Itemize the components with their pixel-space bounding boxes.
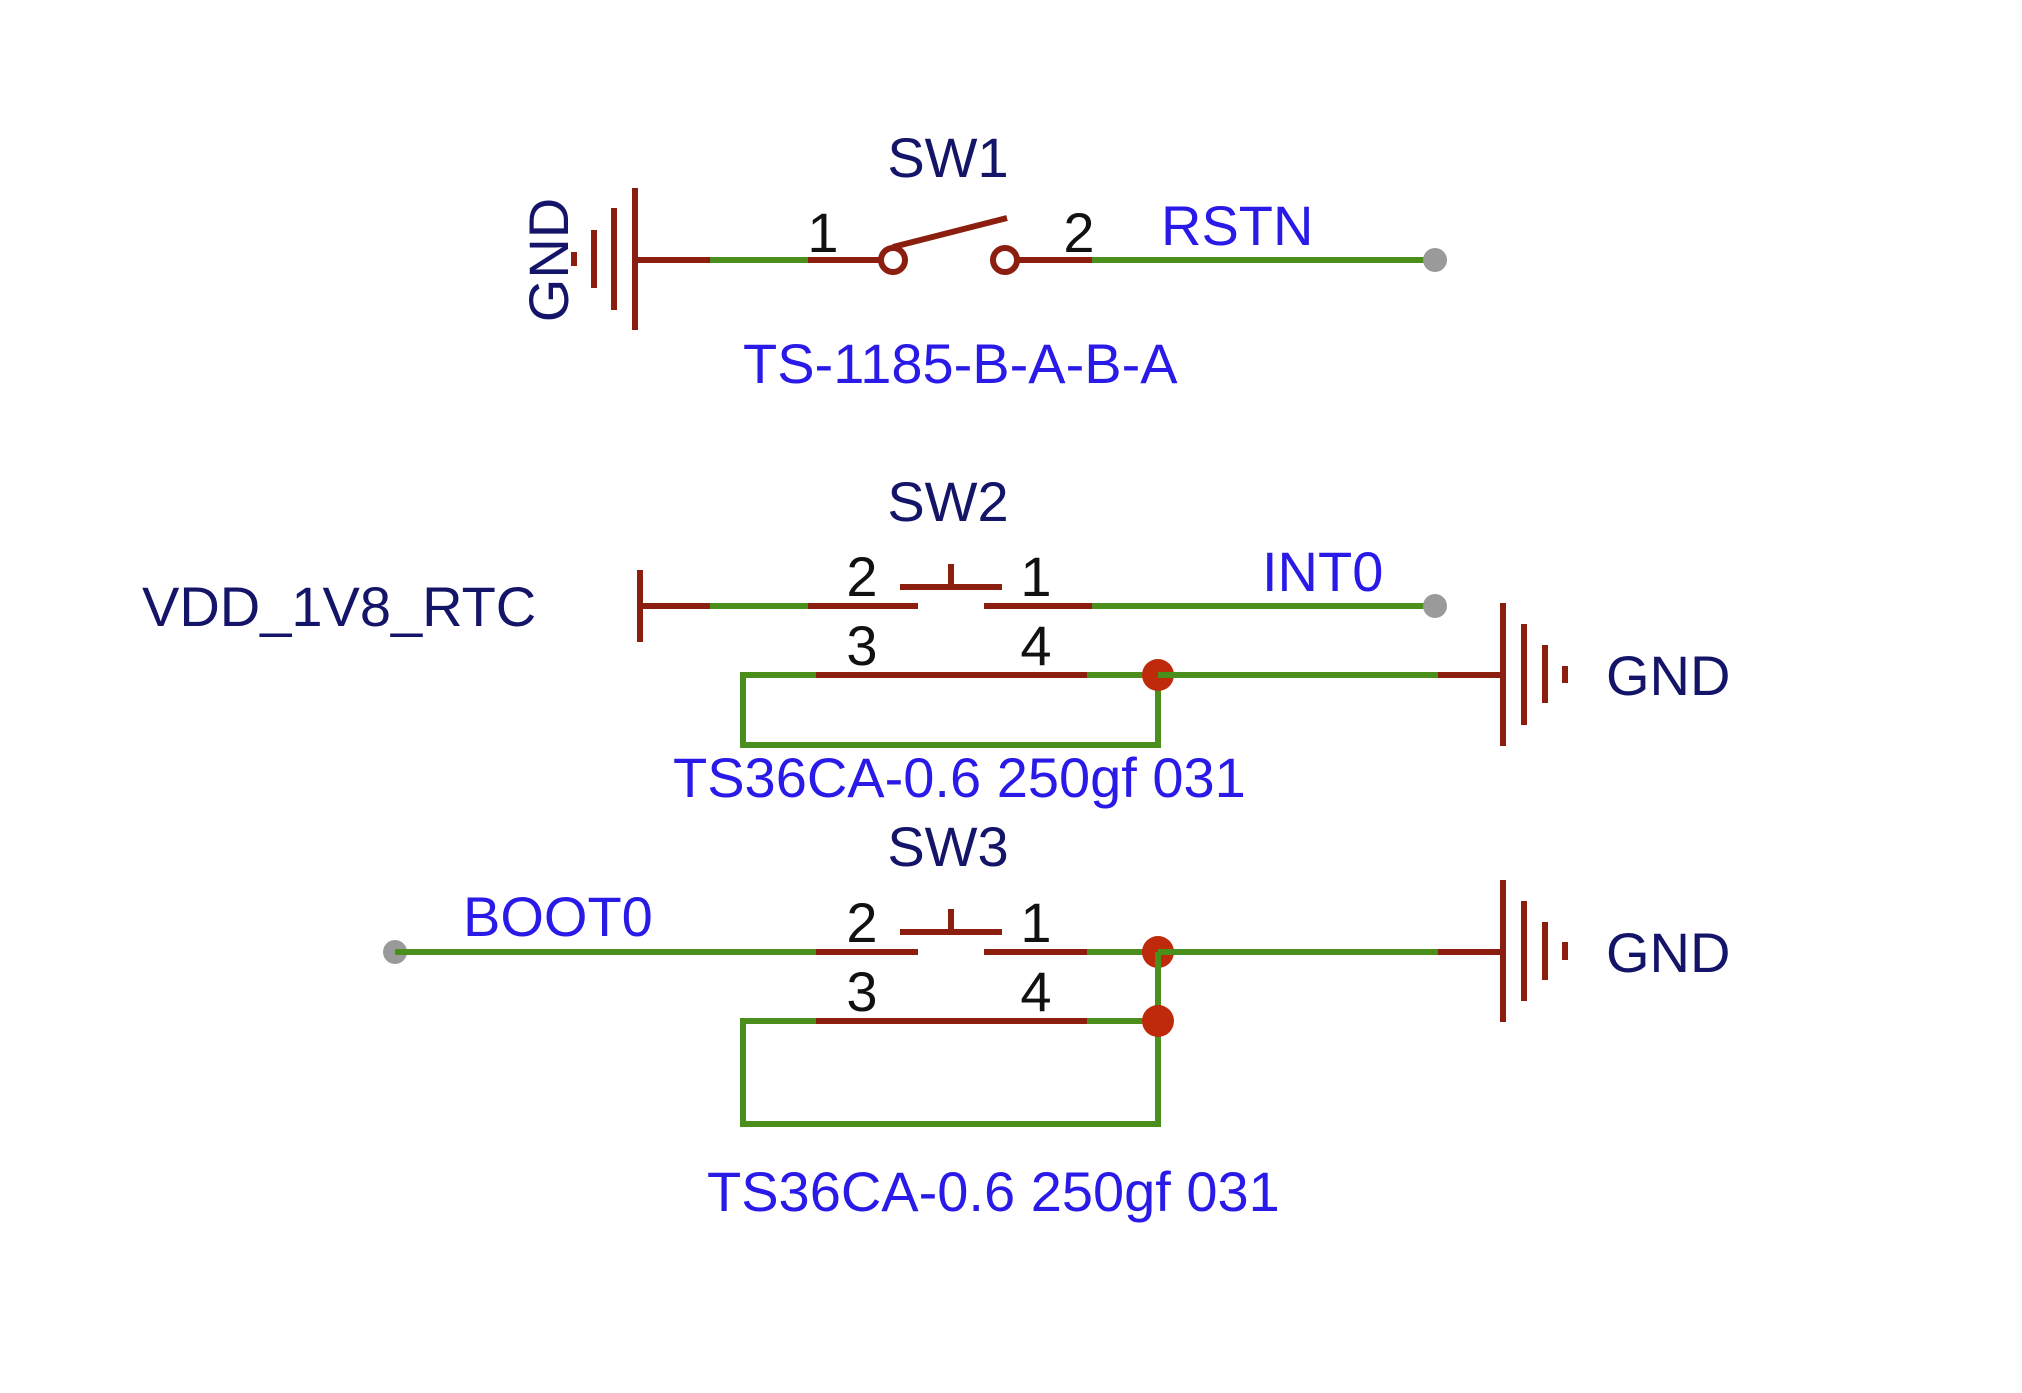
- sw3-reference: SW3: [887, 815, 1008, 878]
- sw3-loop: [740, 1018, 1161, 1127]
- gnd-label-sw2: GND: [1606, 644, 1730, 707]
- sw2-pin2-number: 2: [846, 545, 877, 608]
- sw2-value: TS36CA-0.6 250gf 031: [673, 746, 1246, 809]
- sw2-pin3-number: 3: [846, 614, 877, 677]
- vdd-supply-label: VDD_1V8_RTC: [142, 575, 536, 638]
- gnd-symbol-sw1: [571, 188, 638, 330]
- sw1-pin1-number: 1: [807, 201, 838, 264]
- sw2-loop: [740, 672, 1161, 748]
- rstn-terminal: [1423, 248, 1447, 272]
- sw1-group: GND SW1 1 2 RSTN TS-1185-B-A-B-A: [517, 126, 1447, 395]
- sw2-pin4-number: 4: [1020, 614, 1051, 677]
- net-label-int0: INT0: [1262, 540, 1383, 603]
- int0-terminal: [1423, 594, 1447, 618]
- sw3-pin3-number: 3: [846, 960, 877, 1023]
- gnd-symbol-sw2: [1500, 603, 1568, 746]
- sw1-contact-right: [990, 245, 1020, 275]
- sw3-value: TS36CA-0.6 250gf 031: [707, 1160, 1280, 1223]
- sw2-reference: SW2: [887, 470, 1008, 533]
- net-label-boot0: BOOT0: [463, 885, 653, 948]
- sw2-pin1-number: 1: [1020, 545, 1051, 608]
- sw3-junction-bottom: [1142, 1005, 1174, 1037]
- sw2-group: VDD_1V8_RTC GND SW2 2 1 3 4 INT0 TS36CA-…: [142, 470, 1730, 809]
- sw3-pin4-number: 4: [1020, 960, 1051, 1023]
- gnd-label-sw1: GND: [517, 198, 580, 322]
- gnd-label-sw3: GND: [1606, 921, 1730, 984]
- net-label-rstn: RSTN: [1161, 194, 1313, 257]
- sw3-pin1-number: 1: [1020, 891, 1051, 954]
- sw3-group: GND SW3 2 1 3 4 BOOT0 TS36CA-0.6 250gf 0…: [383, 815, 1730, 1223]
- gnd-symbol-sw3: [1500, 880, 1568, 1022]
- sw1-reference: SW1: [887, 126, 1008, 189]
- sw1-pin2-number: 2: [1063, 201, 1094, 264]
- sw3-pin2-number: 2: [846, 891, 877, 954]
- sw1-contact-left: [878, 245, 908, 275]
- sw1-lever: [892, 215, 1008, 250]
- sw1-value: TS-1185-B-A-B-A: [743, 332, 1178, 395]
